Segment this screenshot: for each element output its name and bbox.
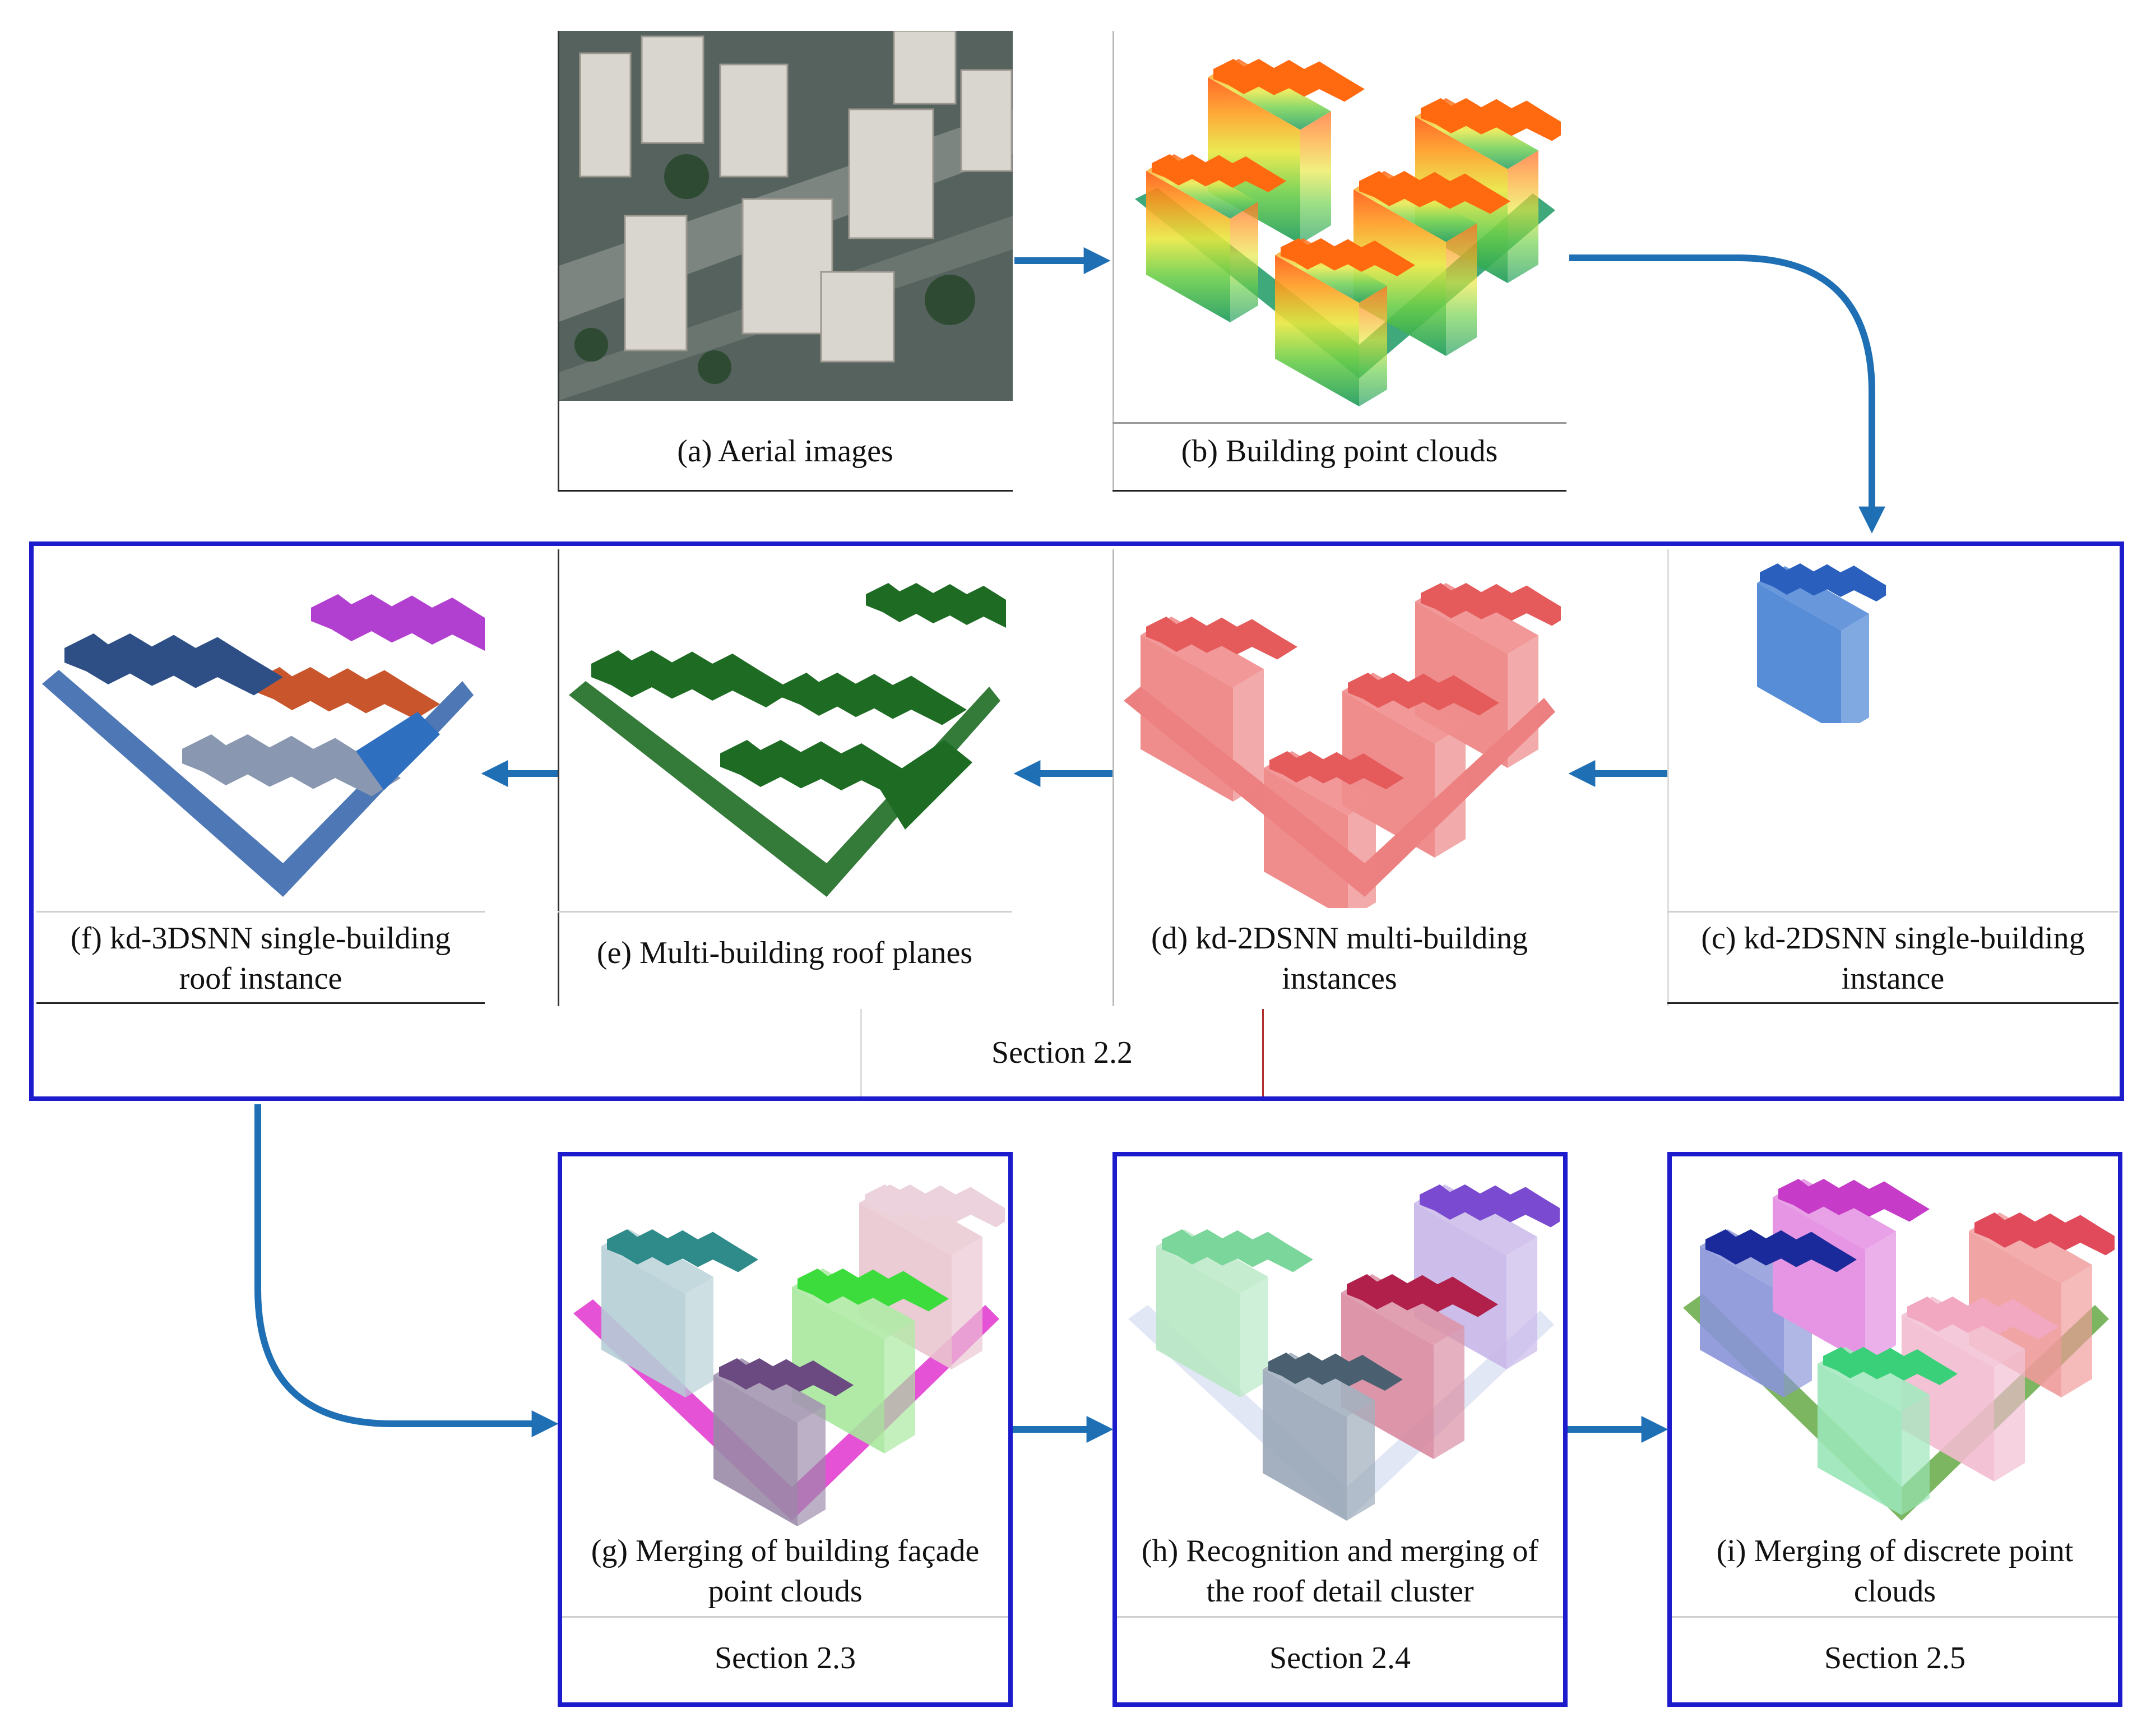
panel-b-caption-bottom-rule (1112, 490, 1566, 492)
panel-b: (b) Building point clouds (1112, 31, 1566, 492)
single-building-instance-image (1751, 555, 1886, 723)
aerial-image (558, 31, 1013, 401)
panel-f: (f) kd-3DSNN single-building roof instan… (36, 549, 485, 1006)
panel-f-image-bottom-rule (36, 911, 485, 913)
panel-c-left-border (1667, 549, 1669, 1006)
panel-d-caption: (d) kd-2DSNN multi-building instances (1151, 921, 1528, 996)
aerial-photo-icon (558, 31, 1013, 401)
section-2-2-cell-right-border (1262, 1009, 1264, 1096)
panel-h-caption: (h) Recognition and merging of the roof … (1141, 1534, 1539, 1609)
panel-f-caption-bottom-rule (36, 1002, 485, 1004)
section-2-4-label: Section 2.4 (1269, 1641, 1411, 1675)
panel-b-caption: (b) Building point clouds (1181, 434, 1498, 469)
section-2-2-frame (29, 541, 2124, 1101)
panel-c-caption: (c) kd-2DSNN single-building instance (1701, 921, 2085, 996)
panel-e-image-bottom-rule (558, 911, 1012, 913)
panel-i-caption: (i) Merging of discrete point clouds (1716, 1534, 2074, 1609)
panel-c: (c) kd-2DSNN single-building instance (1667, 549, 2118, 1006)
roof-instance-image (36, 549, 485, 908)
panel-i: (i) Merging of discrete point clouds Sec… (1667, 1152, 2122, 1707)
arrow-b-to-c (1569, 254, 1885, 534)
panel-c-image-bottom-rule (1667, 911, 2118, 913)
panel-g-caption: (g) Merging of building façade point clo… (591, 1534, 980, 1609)
panel-d-left-border (1112, 549, 1114, 1006)
section-2-2-label: Section 2.2 (991, 1035, 1133, 1070)
merged-facade-point-cloud-icon (573, 1184, 1005, 1526)
merged-facade-image (568, 1173, 1005, 1532)
panel-g-caption-rule (562, 1616, 1008, 1618)
point-cloud-single-building-blue-icon (1757, 563, 1886, 723)
panel-a: (a) Aerial images (558, 31, 1013, 492)
panel-f-caption: (f) kd-3DSNN single-building roof instan… (70, 921, 451, 996)
roof-detail-merge-point-cloud-icon (1128, 1184, 1560, 1521)
multi-building-instances-image (1118, 572, 1561, 908)
panel-h: (h) Recognition and merging of the roof … (1112, 1152, 1568, 1707)
panel-d: (d) kd-2DSNN multi-building instances (1112, 549, 1566, 1006)
panel-a-left-border (558, 31, 559, 492)
point-cloud-multi-building-red-icon (1124, 583, 1561, 908)
roof-instances-multicolor-icon (42, 594, 485, 897)
roof-detail-merge-image (1123, 1179, 1560, 1532)
section-2-2-cell-left-border (860, 1009, 862, 1096)
section-2-3-label: Section 2.3 (715, 1641, 856, 1675)
panel-h-caption-rule (1117, 1616, 1563, 1618)
arrow-f-to-g (254, 1104, 559, 1437)
panel-e-left-border (558, 549, 559, 1006)
panel-g: (g) Merging of building façade point clo… (558, 1152, 1013, 1707)
panel-b-image-bottom-rule (1112, 422, 1566, 424)
roof-planes-image (563, 572, 1006, 908)
building-point-cloud-image (1124, 42, 1561, 412)
panel-i-caption-rule (1672, 1616, 2118, 1618)
discrete-merge-point-cloud-icon (1683, 1179, 2115, 1521)
discrete-merge-image (1677, 1168, 2115, 1532)
panel-e: (e) Multi-building roof planes (558, 549, 1012, 1006)
panel-a-caption: (a) Aerial images (677, 434, 893, 469)
point-cloud-height-colored-icon (1135, 59, 1561, 406)
panel-a-caption-bottom-rule (558, 490, 1013, 492)
panel-b-left-border (1112, 31, 1114, 492)
panel-e-caption: (e) Multi-building roof planes (596, 936, 973, 970)
section-2-2-cell: Section 2.2 (860, 1009, 1264, 1096)
section-2-5-label: Section 2.5 (1824, 1641, 1965, 1675)
panel-c-caption-bottom-rule (1667, 1002, 2118, 1004)
roof-planes-green-icon (569, 583, 1006, 897)
